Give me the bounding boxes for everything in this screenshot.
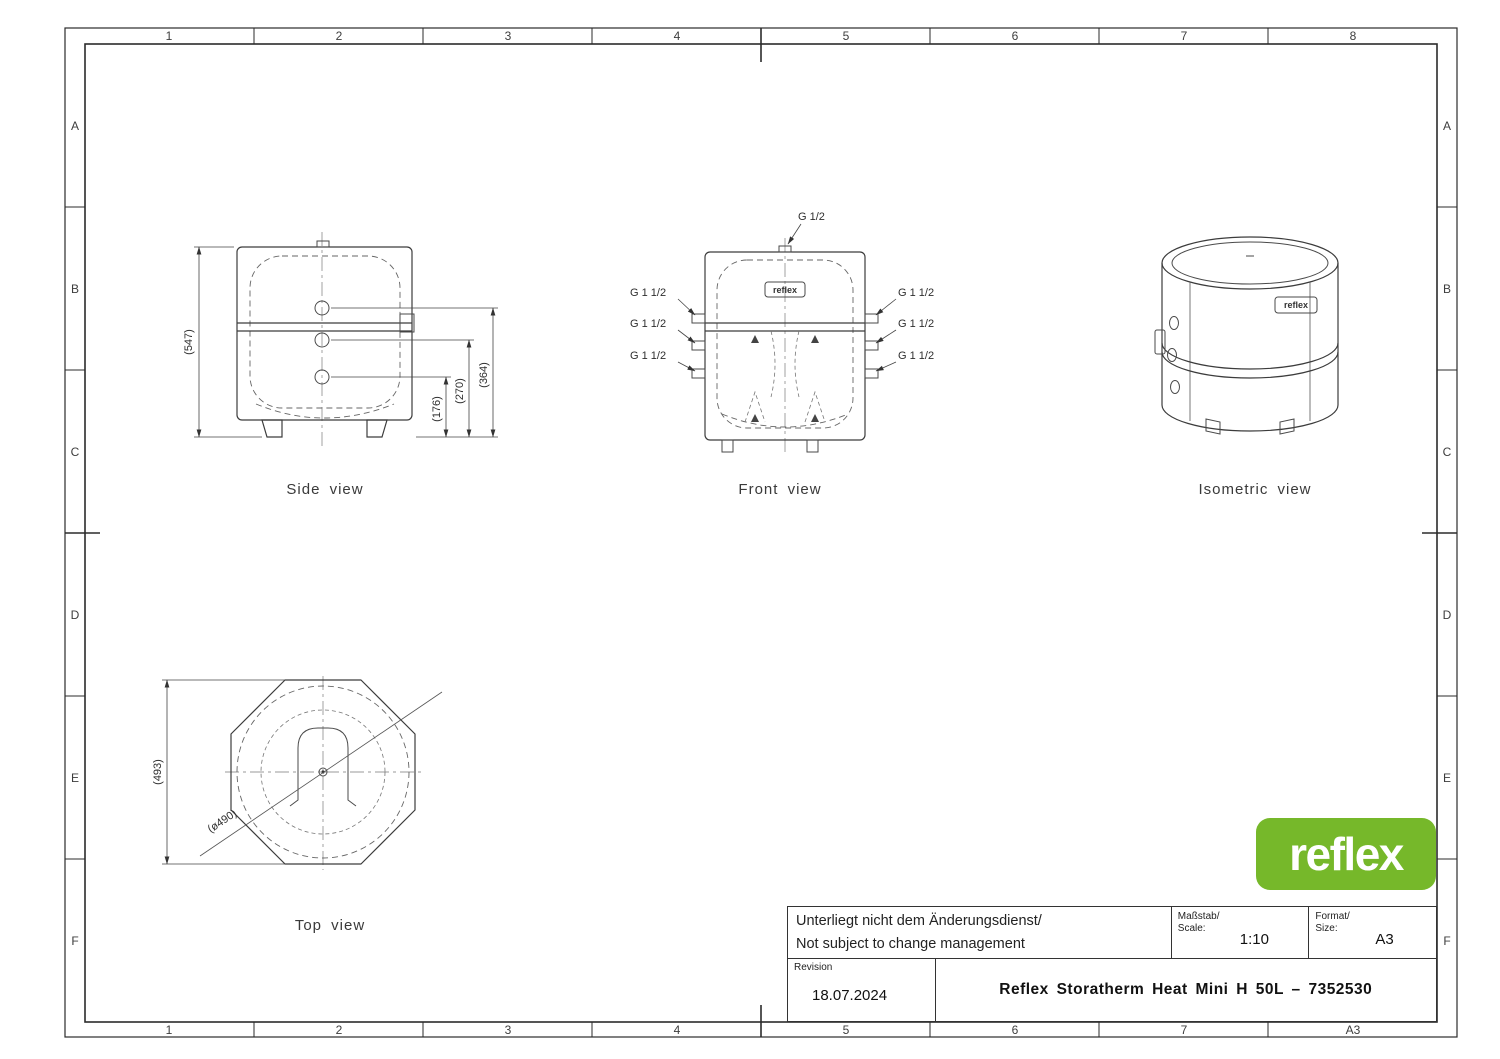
scale-label-en: Scale: bbox=[1177, 923, 1206, 934]
change-note-en: Not subject to change management bbox=[796, 936, 1025, 952]
scale-label-de: Maßstab/ bbox=[1177, 911, 1220, 922]
grid-col-label-top-5: 5 bbox=[842, 29, 850, 43]
grid-col-label-bottom-2: 2 bbox=[335, 1023, 343, 1037]
top-view-dimensions: (ø490) (493) bbox=[152, 679, 285, 865]
grid-col-label-top-4: 4 bbox=[673, 29, 681, 43]
grid-row-label-left-a: A bbox=[70, 119, 80, 133]
grid-col-label-top-8: 8 bbox=[1349, 29, 1357, 43]
title-block: Unterliegt nicht dem Änderungsdienst/ No… bbox=[787, 906, 1437, 1022]
grid-col-label-top-2: 2 bbox=[335, 29, 343, 43]
reflex-logo-text: reflex bbox=[1289, 828, 1405, 880]
isometric-view-drawing: reflex bbox=[1154, 236, 1339, 435]
grid-col-label-bottom-6: 6 bbox=[1011, 1023, 1019, 1037]
reflex-logo: reflex bbox=[1256, 818, 1436, 890]
drawing-title-cell: Reflex Storatherm Heat Mini H 50L – 7352… bbox=[936, 959, 1436, 1021]
grid-col-label-top-7: 7 bbox=[1180, 29, 1188, 43]
grid-row-label-left-c: C bbox=[70, 445, 80, 459]
change-note-cell: Unterliegt nicht dem Änderungsdienst/ No… bbox=[788, 907, 1172, 958]
title-block-top-row: Unterliegt nicht dem Änderungsdienst/ No… bbox=[788, 907, 1436, 959]
front-view-drawing: reflex G 1/2 G 1 1/2 G 1 1/2 G 1 1/2 G 1… bbox=[630, 211, 934, 454]
format-label-de: Format/ bbox=[1315, 911, 1350, 922]
top-view-drawing: (ø490) (493) bbox=[152, 676, 443, 870]
grid-row-label-right-e: E bbox=[1442, 771, 1452, 785]
isometric-tank-logo: reflex bbox=[1274, 296, 1318, 314]
grid-row-label-right-c: C bbox=[1442, 445, 1452, 459]
side-view-drawing: (547) (176) (270) (364) bbox=[183, 232, 498, 450]
format-cell: Format/ Size: A3 bbox=[1309, 907, 1436, 958]
tank-logo-text: reflex bbox=[773, 285, 797, 295]
grid-col-label-top-6: 6 bbox=[1011, 29, 1019, 43]
grid-col-label-bottom-7: 7 bbox=[1180, 1023, 1188, 1037]
front-view-title: Front view bbox=[738, 481, 822, 498]
revision-cell: Revision 18.07.2024 bbox=[788, 959, 936, 1021]
port-label-right-1: G 1 1/2 bbox=[898, 287, 934, 299]
revision-date: 18.07.2024 bbox=[812, 987, 888, 1004]
grid-col-label-bottom-3: 3 bbox=[504, 1023, 512, 1037]
scale-cell: Maßstab/ Scale: 1:10 bbox=[1172, 907, 1310, 958]
port-label-left-3: G 1 1/2 bbox=[630, 350, 666, 362]
revision-label: Revision bbox=[794, 962, 833, 973]
dimension-label-176: (176) bbox=[431, 396, 443, 422]
scale-value: 1:10 bbox=[1239, 931, 1269, 948]
isometric-tank-body bbox=[1154, 236, 1339, 435]
port-label-left-2: G 1 1/2 bbox=[630, 318, 666, 330]
side-view-dimensions: (547) (176) (270) (364) bbox=[183, 246, 498, 438]
port-label-right-3: G 1 1/2 bbox=[898, 350, 934, 362]
title-block-bottom-row: Revision 18.07.2024 Reflex Storatherm He… bbox=[788, 959, 1436, 1021]
grid-row-label-left-b: B bbox=[70, 282, 80, 296]
grid-col-label-top-3: 3 bbox=[504, 29, 512, 43]
format-value: A3 bbox=[1375, 931, 1394, 948]
side-view-tank-outline bbox=[236, 240, 415, 438]
front-view-tank-logo: reflex bbox=[764, 281, 806, 298]
sheet-size-margin-label: A3 bbox=[1345, 1023, 1361, 1037]
dimension-label-364: (364) bbox=[478, 362, 490, 388]
front-view-port-labels: G 1/2 G 1 1/2 G 1 1/2 G 1 1/2 G 1 1/2 G … bbox=[630, 211, 934, 372]
dimension-label-493: (493) bbox=[152, 759, 164, 785]
grid-row-label-right-f: F bbox=[1443, 934, 1451, 948]
grid-col-label-bottom-1: 1 bbox=[165, 1023, 173, 1037]
top-view-title: Top view bbox=[294, 917, 366, 934]
grid-row-label-left-f: F bbox=[71, 934, 79, 948]
side-view-title: Side view bbox=[286, 481, 364, 498]
grid-col-label-bottom-5: 5 bbox=[842, 1023, 850, 1037]
grid-row-label-left-e: E bbox=[70, 771, 80, 785]
change-note-de: Unterliegt nicht dem Änderungsdienst/ bbox=[796, 913, 1042, 929]
tank-logo-text: reflex bbox=[1284, 300, 1308, 310]
grid-row-label-right-a: A bbox=[1442, 119, 1452, 133]
reflex-logo-background bbox=[1256, 818, 1436, 890]
top-view-tank-outline bbox=[199, 679, 443, 865]
isometric-view-title: Isometric view bbox=[1198, 481, 1312, 498]
port-label-right-2: G 1 1/2 bbox=[898, 318, 934, 330]
grid-row-label-right-d: D bbox=[1442, 608, 1452, 622]
dimension-label-dia490: (ø490) bbox=[206, 807, 240, 835]
grid-row-label-left-d: D bbox=[70, 608, 80, 622]
grid-row-label-right-b: B bbox=[1442, 282, 1452, 296]
port-label-left-1: G 1 1/2 bbox=[630, 287, 666, 299]
drawing-title: Reflex Storatherm Heat Mini H 50L – 7352… bbox=[999, 981, 1373, 998]
port-label-g12: G 1/2 bbox=[798, 211, 825, 223]
dimension-label-270: (270) bbox=[454, 378, 466, 404]
grid-col-label-bottom-4: 4 bbox=[673, 1023, 681, 1037]
front-view-tank-outline bbox=[691, 245, 879, 453]
grid-col-label-top-1: 1 bbox=[165, 29, 173, 43]
dimension-label-547: (547) bbox=[183, 329, 195, 355]
format-label-en: Size: bbox=[1315, 923, 1338, 934]
centering-marks bbox=[65, 28, 1457, 1037]
